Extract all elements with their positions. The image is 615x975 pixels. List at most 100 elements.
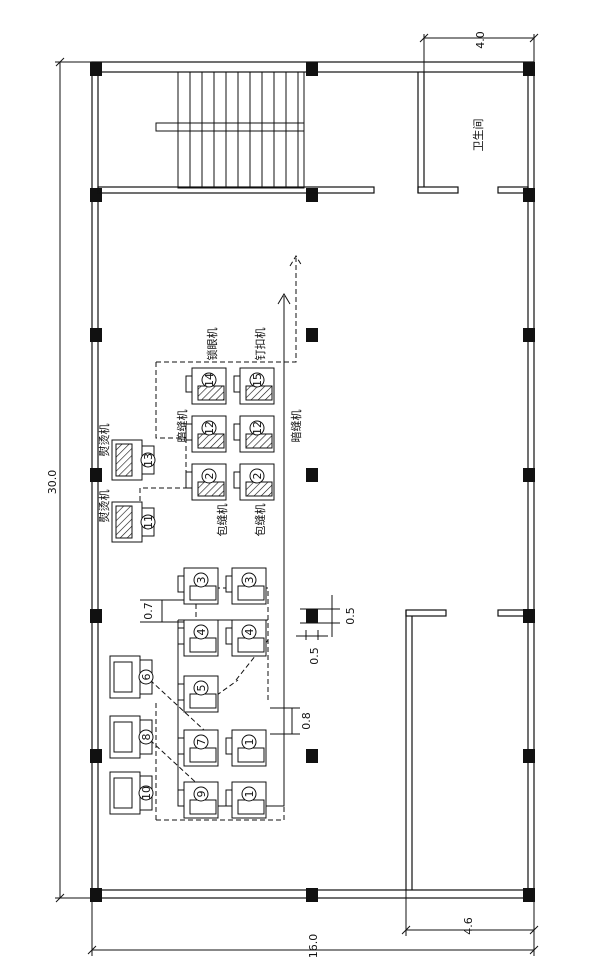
station-number-circle	[249, 420, 265, 436]
workstation-s2b: 2	[233, 463, 275, 501]
workstation-s1a: 1	[225, 729, 267, 767]
station-machine	[197, 433, 225, 449]
dim-width-label: 16.0	[307, 934, 320, 959]
restroom: 卫生间	[417, 72, 529, 194]
staircase	[97, 71, 375, 194]
station-number-circle	[201, 468, 217, 484]
station-number-circle	[138, 785, 154, 801]
station-machine	[197, 385, 225, 401]
station-number: 1	[243, 739, 256, 746]
station-number-circle	[193, 624, 209, 640]
station-machine	[245, 481, 273, 497]
station-number: 12	[251, 421, 264, 435]
station-number: 3	[195, 577, 208, 584]
station-number: 4	[243, 629, 256, 636]
station-number: 2	[203, 473, 216, 480]
station-number: 8	[140, 734, 153, 741]
workstation-s12a: 12	[185, 415, 227, 453]
station-number-circle	[249, 372, 265, 388]
dim-column-size: 0.5 0.5	[296, 595, 357, 665]
dim-column-a-label: 0.5	[344, 607, 357, 625]
station-number: 12	[203, 421, 216, 435]
dim-column-b-label: 0.5	[308, 647, 321, 665]
station-number: 14	[203, 373, 216, 387]
station-number: 4	[195, 629, 208, 636]
dim-right-room-label: 4.6	[462, 917, 475, 935]
station-number: 10	[140, 786, 153, 800]
station-seat	[225, 789, 233, 807]
station-seat	[185, 471, 193, 489]
station-number-circle	[193, 680, 209, 696]
dim-restroom-label: 4.0	[474, 31, 487, 49]
label-binding-1: 包缝机	[215, 504, 229, 537]
workstation-s4a: 4	[177, 619, 219, 657]
station-seat	[185, 375, 193, 393]
ironing-board	[115, 505, 133, 539]
workstation-s14: 14	[185, 367, 227, 405]
station-seat	[177, 627, 185, 645]
label-ironing-1: 熨烫机	[97, 424, 111, 457]
work-zone	[139, 255, 303, 821]
columns	[90, 62, 535, 902]
station-seat	[185, 423, 193, 441]
label-buttonhole: 锁眼机	[205, 328, 219, 361]
workstation-s7: 7	[177, 729, 219, 767]
station-number: 9	[195, 791, 208, 798]
workstation-s3a: 3	[177, 567, 219, 605]
station-seat	[233, 375, 241, 393]
station-number: 7	[195, 739, 208, 746]
station-number-circle	[140, 452, 156, 468]
workstation-s5: 5	[177, 675, 219, 713]
station-number-circle	[241, 786, 257, 802]
dim-aisle-gap: 0.8	[270, 707, 313, 735]
station-number-circle	[193, 786, 209, 802]
station-number: 15	[251, 373, 264, 387]
label-blind-2: 暗缝机	[289, 410, 303, 443]
side-machine	[113, 777, 133, 809]
station-number-circle	[193, 572, 209, 588]
label-binding-2: 包缝机	[253, 504, 267, 537]
station-number-circle	[241, 572, 257, 588]
workstation-s10: 10	[109, 771, 154, 815]
restroom-label: 卫生间	[471, 119, 485, 152]
station-number: 3	[243, 577, 256, 584]
station-number-circle	[138, 669, 154, 685]
side-machine	[113, 661, 133, 693]
station-seat	[177, 737, 185, 755]
station-seat	[233, 423, 241, 441]
station-seat	[225, 575, 233, 593]
workstation-s2a: 2	[185, 463, 227, 501]
side-table	[109, 771, 141, 815]
station-number: 6	[140, 674, 153, 681]
workstation-s4b: 4	[225, 619, 267, 657]
workstation-s3b: 3	[225, 567, 267, 605]
dim-restroom: 4.0	[419, 31, 539, 72]
station-machine	[245, 385, 273, 401]
station-number: 1	[243, 791, 256, 798]
dim-length-label: 30.0	[46, 470, 59, 495]
station-machine	[245, 433, 273, 449]
station-number-circle	[241, 734, 257, 750]
dim-right-room: 4.6	[401, 890, 539, 936]
side-table	[109, 655, 141, 699]
dim-total-length: 30.0	[46, 57, 92, 903]
side-machine	[113, 721, 133, 753]
workstation-s8: 8	[109, 715, 154, 759]
label-button: 钉扣机	[253, 328, 267, 361]
workstation-s9: 9	[177, 781, 219, 819]
workstation-s15: 15	[233, 367, 275, 405]
station-number-circle	[193, 734, 209, 750]
station-number-circle	[140, 514, 156, 530]
station-number-circle	[241, 624, 257, 640]
station-number: 11	[142, 515, 155, 529]
station-seat	[177, 575, 185, 593]
station-seat	[225, 737, 233, 755]
workstation-s11: 11	[111, 501, 156, 543]
station-seat	[177, 683, 185, 701]
station-number: 2	[251, 473, 264, 480]
station-seat	[225, 627, 233, 645]
station-seat	[177, 789, 185, 807]
workstation-s6: 6	[109, 655, 154, 699]
